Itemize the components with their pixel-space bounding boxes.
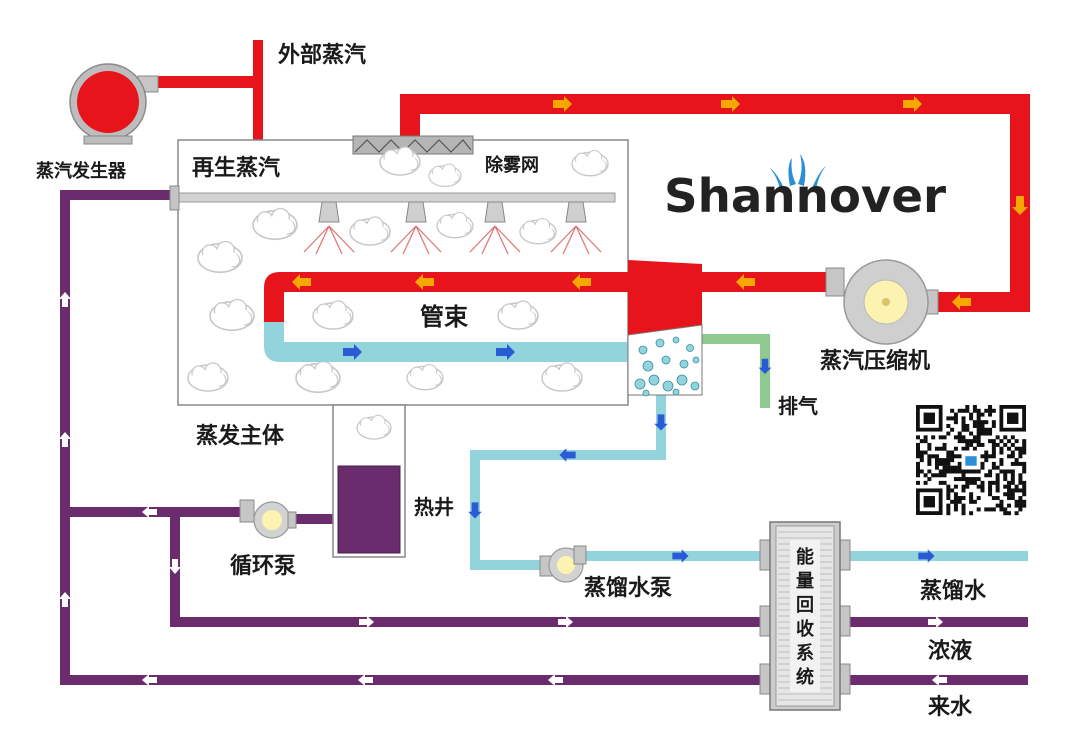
label-hotwell: 热井: [414, 495, 454, 519]
generator-steam-pipe: [155, 76, 255, 88]
top-steam-pipe: [400, 94, 1030, 114]
label-regen-steam: 再生蒸汽: [192, 155, 280, 181]
pump-icon: [239, 499, 297, 539]
liquid-pipe-top: [60, 190, 178, 200]
tube-bundle: [264, 272, 628, 362]
steam-pipes: [155, 40, 1030, 312]
label-steam-compressor: 蒸汽压缩机: [820, 348, 930, 374]
label-feed-water: 来水: [927, 695, 973, 720]
svg-text:能: 能: [796, 546, 814, 568]
exhaust-pipe: [700, 334, 772, 408]
svg-text:量: 量: [796, 570, 814, 592]
condensate-to-pump-pipe: [470, 560, 550, 570]
hotwell: [332, 404, 406, 558]
pump-to-well-pipe: [288, 514, 338, 524]
label-tube-bundle: 管束: [420, 303, 469, 331]
label-evaporator-body: 蒸发主体: [196, 423, 285, 449]
label-energy-recovery: 能 量 回 收 系 统: [790, 540, 820, 692]
concentrate-pipe: [170, 617, 1028, 627]
nozzle-icon: [550, 201, 602, 255]
external-steam-pipe: [253, 40, 263, 140]
label-distilled-water: 蒸馏水: [920, 579, 987, 604]
pump-icon: [539, 545, 587, 583]
spray-header-pipe: [169, 192, 616, 203]
label-distilled-pump: 蒸馏水泵: [584, 576, 672, 601]
svg-text:回: 回: [796, 595, 814, 616]
feed-water-pipe: [60, 675, 1028, 685]
svg-text:统: 统: [796, 666, 814, 688]
steam-compressor: [825, 259, 939, 345]
nozzle-icon: [469, 201, 521, 255]
label-circulation-pump: 循环泵: [230, 553, 296, 579]
liquid-pipes: [59, 190, 1028, 686]
svg-text:系: 系: [796, 643, 814, 664]
qr-code-icon: [916, 405, 1027, 516]
label-exhaust: 排气: [778, 394, 818, 418]
logo-text: Shannover: [664, 169, 946, 223]
steam-generator: [69, 63, 159, 145]
label-steam-generator: 蒸汽发生器: [36, 160, 127, 182]
nozzle-icon: [303, 201, 355, 255]
compressor-outlet-pipe: [700, 272, 830, 292]
label-demister: 除雾网: [485, 154, 539, 176]
label-concentrate: 浓液: [928, 638, 972, 664]
svg-text:收: 收: [796, 618, 814, 640]
label-external-steam: 外部蒸汽: [278, 42, 366, 68]
steam-header-box: [627, 260, 703, 397]
nozzle-icon: [390, 201, 442, 255]
evaporator-body: [169, 135, 703, 406]
brand-logo: Shannover: [664, 154, 946, 223]
